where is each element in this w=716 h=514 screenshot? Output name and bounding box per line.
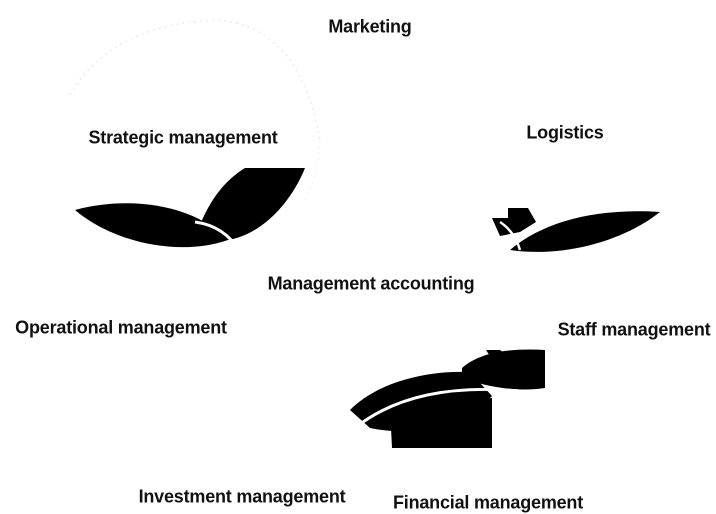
faint-circle-arc-2 xyxy=(304,139,321,201)
label-financial-management: Financial management xyxy=(392,492,584,513)
financial-leaf-block xyxy=(390,398,492,448)
label-staff-management: Staff management xyxy=(557,319,711,340)
logistics-leaf-vein xyxy=(499,220,522,251)
faint-circle-arc xyxy=(69,19,321,141)
label-strategic-management: Strategic management xyxy=(88,127,278,148)
strategic-leaf-left xyxy=(75,203,228,248)
financial-leaf-vein-2 xyxy=(349,417,371,433)
label-marketing: Marketing xyxy=(328,16,412,37)
strategic-leaf-vein xyxy=(194,220,242,253)
label-management-accounting: Management accounting xyxy=(267,273,475,294)
strategic-leaf-right xyxy=(200,168,305,240)
label-logistics: Logistics xyxy=(526,122,604,143)
financial-leaf-vein xyxy=(354,387,546,430)
logistics-leaf-main xyxy=(510,211,660,252)
financial-leaf-top-flare xyxy=(486,350,535,382)
label-operational-management: Operational management xyxy=(15,317,227,338)
label-investment-management: Investment management xyxy=(138,486,346,507)
logistics-leaf-small xyxy=(492,208,536,236)
